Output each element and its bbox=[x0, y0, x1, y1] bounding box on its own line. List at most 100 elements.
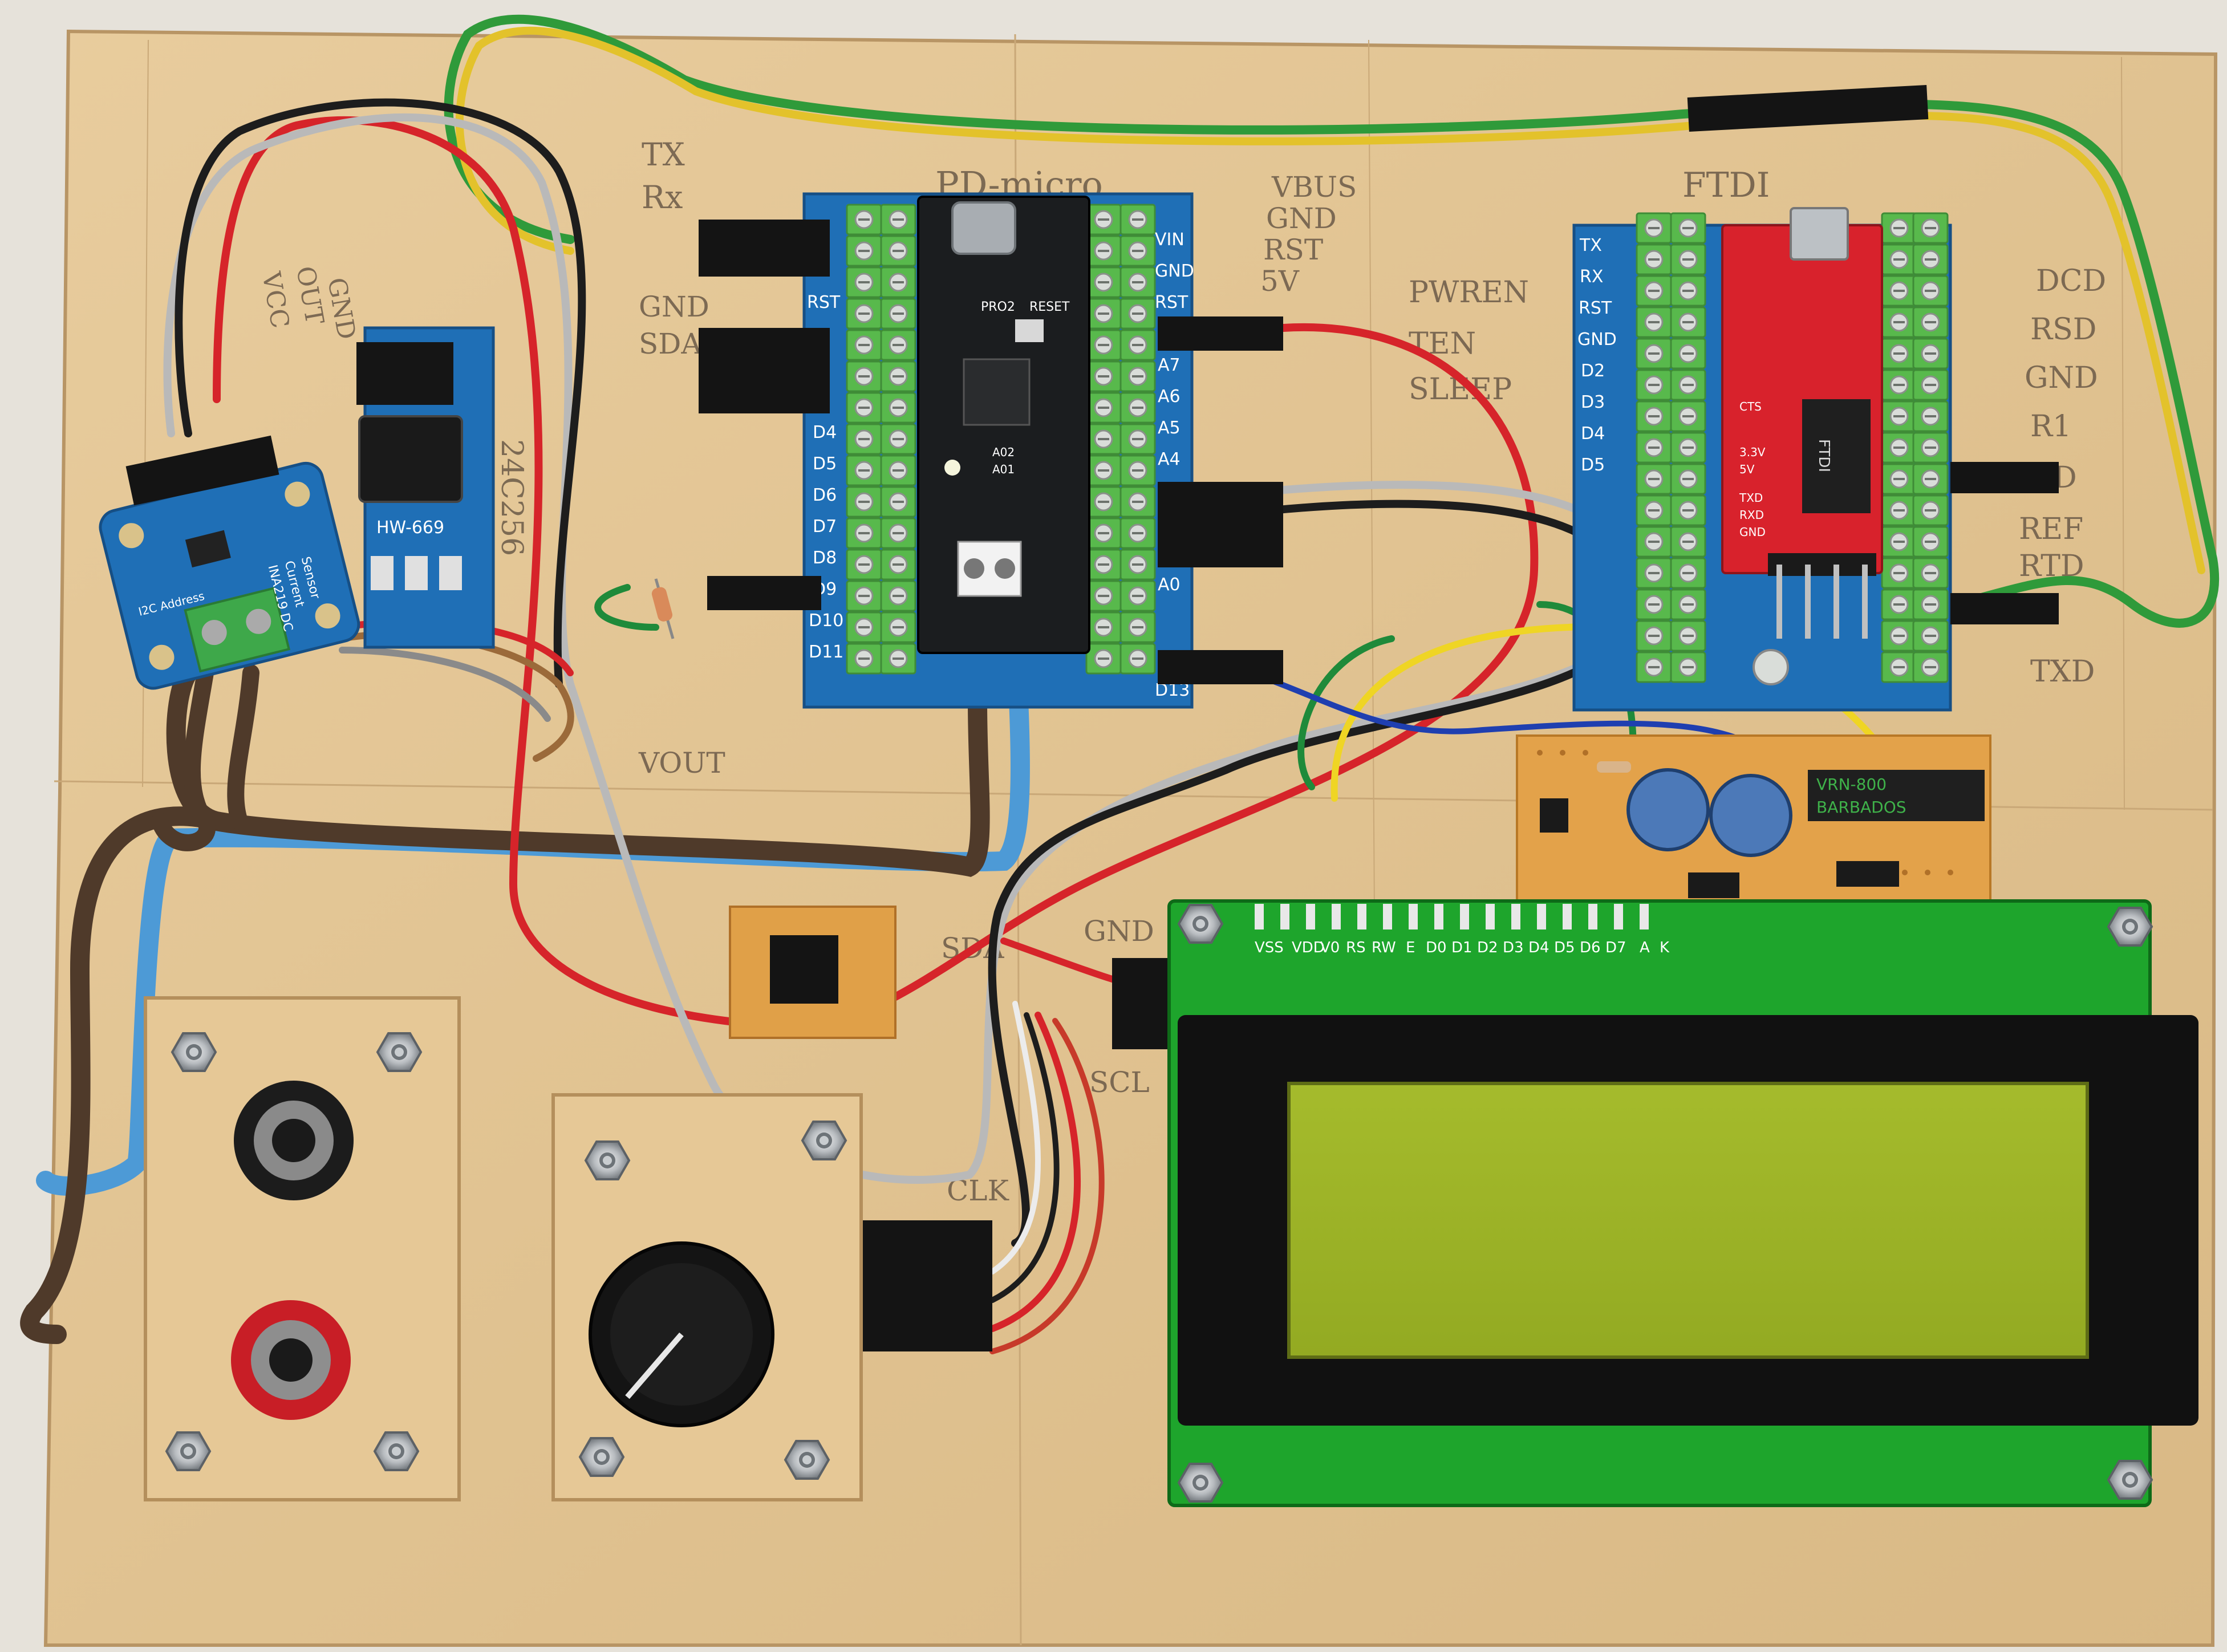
note-rsd: RSD bbox=[2030, 312, 2096, 347]
hw669-label: HW-669 bbox=[376, 518, 444, 538]
note-tx: TX bbox=[642, 136, 685, 173]
note-ref: REF bbox=[2019, 512, 2083, 546]
silk-rxd: RXD bbox=[1739, 508, 1764, 522]
note-24c256: 24C256 bbox=[494, 439, 529, 556]
note-vbus: VBUS bbox=[1271, 171, 1357, 204]
level-shifter-board bbox=[729, 906, 897, 1039]
ftdi-carrier-pin-labels: TX RX RST GND D2 D3 D4 D5 bbox=[1577, 236, 1617, 475]
lcd-pin: K bbox=[1660, 939, 1670, 956]
reset-button[interactable] bbox=[1015, 319, 1044, 342]
wiring-harness bbox=[20, 14, 2220, 1354]
rotary-encoder-knob[interactable] bbox=[589, 1241, 774, 1427]
lcd-pin: RS bbox=[1346, 939, 1366, 956]
pro-micro-board: RESET PRO2 A02 A01 bbox=[917, 196, 1090, 654]
lcd-pin-labels: VSS VDD V0 RS RW E D0 D1 D2 D3 D4 D5 D6 … bbox=[1255, 939, 1670, 956]
pin-label: D5 bbox=[813, 454, 837, 474]
note-gnd-d: GND bbox=[1084, 915, 1154, 948]
ftdi-adapter-board: FTDI CTS 3.3V 5V TXD RXD GND bbox=[1721, 207, 1883, 639]
eeprom-chip bbox=[358, 415, 463, 503]
lcd-pin: E bbox=[1406, 939, 1415, 956]
pin-label: RX bbox=[1580, 267, 1603, 287]
black-banana-jack[interactable] bbox=[234, 1081, 354, 1200]
note-r1: R1 bbox=[2030, 409, 2071, 444]
lcd-pin: D6 bbox=[1580, 939, 1601, 956]
lcd-20x4-module: VSS VDD V0 RS RW E D0 D1 D2 D3 D4 D5 D6 … bbox=[1167, 899, 2198, 1507]
right-terminal-strip bbox=[1085, 204, 1156, 675]
board-silkscreen-a02: A02 bbox=[992, 445, 1015, 459]
lcd-screen bbox=[1287, 1082, 2089, 1359]
lcd-pin: D5 bbox=[1554, 939, 1575, 956]
lcd-pin: V0 bbox=[1320, 939, 1340, 956]
lcd-dupont-header bbox=[861, 958, 1169, 1351]
mini-usb-connector[interactable] bbox=[1790, 207, 1849, 261]
ft232-chip bbox=[1802, 399, 1871, 513]
board-silkscreen-reset: RESET bbox=[1029, 300, 1070, 314]
note-rst: RST bbox=[1263, 233, 1323, 266]
pin-label: VIN bbox=[1155, 230, 1185, 250]
note-gnd-a: GND bbox=[639, 290, 709, 323]
pin-label: D4 bbox=[813, 423, 837, 443]
resistor bbox=[1597, 761, 1631, 773]
lcd-pin: VDD bbox=[1292, 939, 1325, 956]
resistor bbox=[651, 578, 675, 639]
note-rx: Rx bbox=[642, 179, 683, 216]
pin-label: A4 bbox=[1158, 449, 1181, 469]
atmega-chip bbox=[963, 358, 1031, 426]
pin-label: A5 bbox=[1158, 418, 1181, 438]
ftdi-left-terminals bbox=[1636, 212, 1706, 683]
lcd-pin: D1 bbox=[1451, 939, 1473, 956]
lcd-pin: VSS bbox=[1255, 939, 1284, 956]
silk-gnd: GND bbox=[1739, 525, 1766, 539]
banana-jack-panel bbox=[144, 996, 461, 1501]
pin-label: D7 bbox=[813, 517, 837, 537]
silk-33v: 3.3V bbox=[1739, 445, 1766, 459]
hw669-eeprom-module: HW-669 bbox=[356, 326, 495, 649]
pin-label: TX bbox=[1579, 236, 1602, 255]
pin-label: D4 bbox=[1581, 424, 1605, 444]
rotary-knob-panel bbox=[551, 1093, 863, 1501]
pin-label: D10 bbox=[809, 611, 843, 631]
mounting-screw bbox=[1753, 649, 1789, 685]
note-vout: VOUT bbox=[638, 746, 725, 780]
lcd-pin: D3 bbox=[1503, 939, 1524, 956]
silk-txd: TXD bbox=[1739, 491, 1763, 505]
pin-label: RST bbox=[1155, 293, 1188, 312]
dupont-headers-ftdi bbox=[1687, 85, 2059, 624]
eeprom-header bbox=[356, 342, 453, 405]
regulator-label-2: BARBADOS bbox=[1816, 798, 1906, 817]
note-sda: SDA bbox=[639, 327, 702, 360]
lcd-pin: RW bbox=[1372, 939, 1396, 956]
lcd-header-pins bbox=[1255, 904, 1649, 929]
note-5v: 5V bbox=[1260, 265, 1300, 298]
pin-label: D8 bbox=[813, 548, 837, 568]
board-silkscreen-pro2: PRO2 bbox=[981, 300, 1015, 314]
silk-5v: 5V bbox=[1739, 462, 1755, 476]
board-silkscreen-a01: A01 bbox=[992, 462, 1015, 476]
chip-label: FTDI bbox=[1815, 439, 1832, 472]
usb-c-connector[interactable] bbox=[951, 201, 1016, 255]
pin-label: D3 bbox=[1581, 392, 1605, 412]
note-dcd: DCD bbox=[2036, 264, 2106, 298]
pro-micro-carrier: RST D4 D5 D6 D7 D8 D9 D10 D11 VIN GND RS… bbox=[802, 192, 1194, 709]
note-txd: TXD bbox=[2030, 655, 2095, 689]
pin-label: D2 bbox=[1581, 361, 1605, 381]
ina219-sensor: INA219 DC Current Sensor I2C Address bbox=[99, 461, 360, 690]
lcd-pin: D2 bbox=[1477, 939, 1498, 956]
pin-label: D5 bbox=[1581, 455, 1605, 475]
knob-indicator-line bbox=[625, 1332, 684, 1399]
voltage-regulator bbox=[1808, 770, 1985, 821]
red-banana-jack[interactable] bbox=[231, 1300, 351, 1420]
ftdi-right-terminals bbox=[1881, 212, 1949, 683]
silk-cts: CTS bbox=[1739, 400, 1762, 413]
pin-label: A7 bbox=[1158, 355, 1181, 375]
note-gnd-b: GND bbox=[1266, 202, 1337, 235]
pin-label: A6 bbox=[1158, 387, 1181, 407]
lcd-pin: D4 bbox=[1528, 939, 1549, 956]
note-pwren: PWREN bbox=[1409, 275, 1529, 310]
led-indicator bbox=[944, 460, 960, 476]
ftdi-carrier: TX RX RST GND D2 D3 D4 D5 FTDI CTS 3.3V … bbox=[1572, 207, 1952, 712]
left-terminal-strip bbox=[846, 204, 916, 675]
lcd-pin: A bbox=[1640, 939, 1650, 956]
note-gnd-c: GND bbox=[2025, 361, 2098, 395]
